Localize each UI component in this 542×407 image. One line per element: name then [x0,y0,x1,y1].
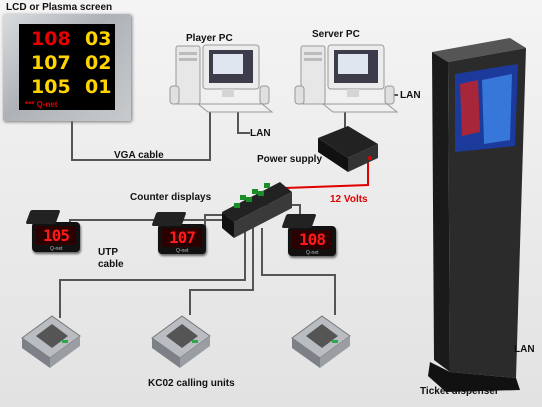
counter-brand: Q-net [50,246,63,252]
counter-number: 108 [292,230,332,249]
lcd-row: 108 03 [19,28,115,52]
lan-label-server: LAN [400,90,421,101]
counter-stand [25,210,61,224]
counter-displays-label: Counter displays [130,192,212,203]
lcd-ticket: 105 [31,76,71,98]
lcd-ticket: 108 [31,28,71,50]
lcd-row: 105 01 [19,76,115,100]
counter-stand [151,212,187,226]
server-pc-label: Server PC [312,29,360,40]
server-pc [294,44,399,113]
volts-label: 12 Volts [330,194,368,205]
ticket-dispenser-label: Ticket dispenser [420,386,499,397]
utp-cable-keypad-3 [261,228,336,315]
lan-cable-player [237,105,250,134]
lan-label-player: LAN [250,128,271,139]
utp-cable-keypad-1 [59,225,246,318]
ticket-dispenser [428,38,526,392]
vga-cable [71,110,211,161]
lcd-brand: *** Q-net [25,100,58,109]
power-cable [284,155,369,189]
counter-display-2: 107 Q-net [151,212,206,254]
lcd-title: LCD or Plasma screen [6,2,113,13]
utp-cable-label-2: cable [98,259,124,270]
lcd-counter: 03 [85,28,112,50]
lcd-counter: 01 [85,76,112,98]
lan-label-dispenser: LAN [514,344,535,355]
keypad-1 [21,315,81,368]
counter-number: 107 [162,228,202,247]
counter-display-3: 108 Q-net [281,214,336,256]
junction-box [222,182,292,238]
keypad-2 [151,315,211,368]
counter-number: 105 [36,226,76,245]
utp-cable-keypad-2 [189,228,254,315]
lcd-ticket: 107 [31,52,71,74]
player-pc-label: Player PC [186,33,233,44]
lcd-screen: 108 03 107 02 105 01 *** Q-net [3,14,131,121]
counter-brand: Q-net [176,248,189,254]
vga-cable-label: VGA cable [114,150,164,161]
calling-units-label: KC02 calling units [148,378,235,389]
lcd-display: 108 03 107 02 105 01 *** Q-net [19,24,115,110]
power-supply [318,126,378,172]
lcd-counter: 02 [85,52,112,74]
lcd-row: 107 02 [19,52,115,76]
counter-brand: Q-net [306,250,319,256]
keypad-3 [291,315,351,368]
utp-cable-label-1: UTP [98,247,118,258]
power-supply-label: Power supply [257,154,323,165]
player-pc [169,44,274,113]
counter-stand [281,214,317,228]
counter-display-1: 105 Q-net [25,210,80,252]
